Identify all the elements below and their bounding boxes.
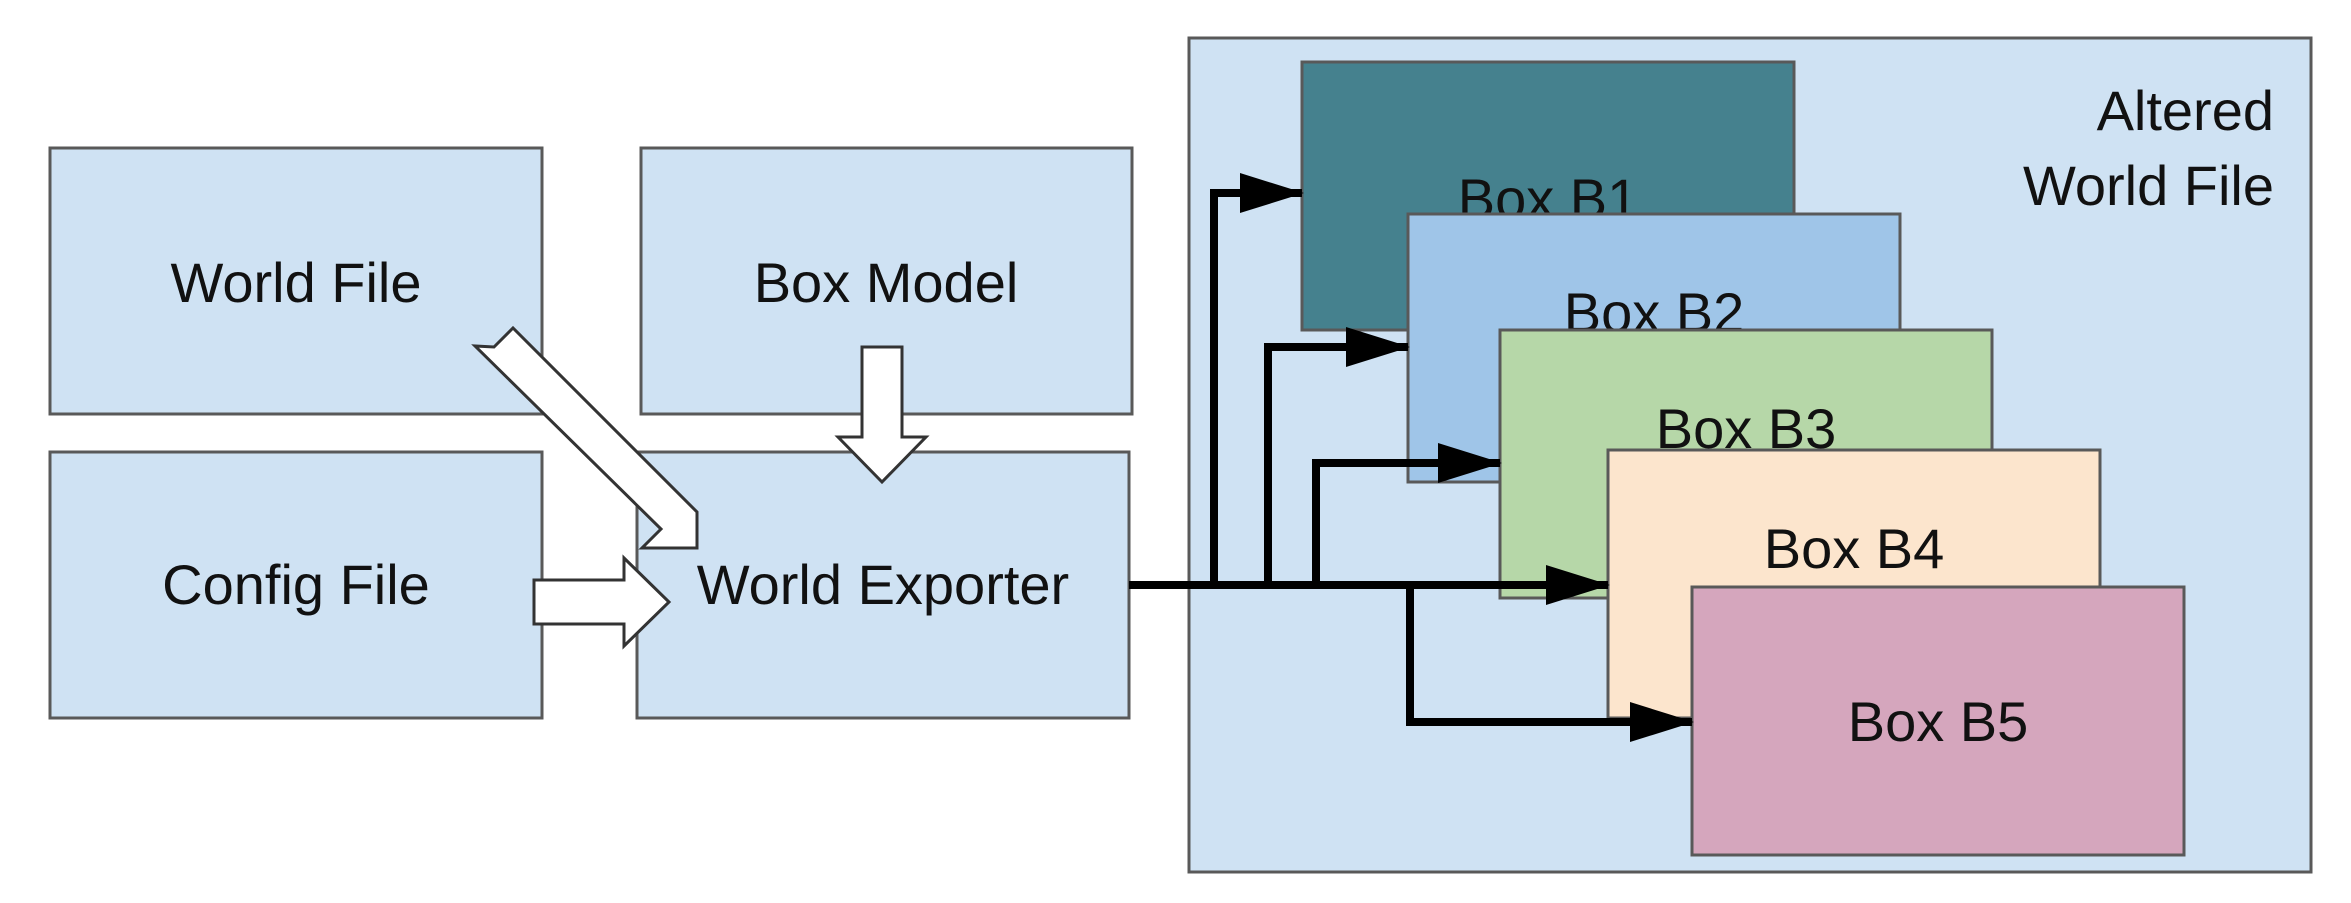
exporter-to-b1-arrow (1129, 173, 1304, 589)
world-exporter-label: World Exporter (697, 553, 1069, 616)
config-file-label: Config File (162, 553, 430, 616)
world-exporter-node: World Exporter (635, 450, 1131, 720)
box-model-label: Box Model (754, 251, 1019, 314)
config-file-node: Config File (48, 450, 544, 720)
world-file-node: World File (48, 146, 544, 416)
config-file-to-exporter-arrow (532, 554, 672, 650)
box-b4-label: Box B4 (1764, 517, 1945, 580)
box-model-to-exporter-arrow (834, 345, 930, 485)
container-title-line2: World File (2023, 154, 2274, 217)
exporter-to-b5-arrow (1406, 585, 1694, 742)
world-file-to-exporter-arrow (471, 325, 699, 550)
box-b5-label: Box B5 (1848, 690, 2029, 753)
box-b5: Box B5 (1690, 585, 2186, 857)
exporter-to-b2-arrow (1214, 327, 1410, 589)
world-file-label: World File (170, 251, 421, 314)
container-title-line1: Altered (2097, 79, 2274, 142)
exporter-to-b3-arrow (1268, 443, 1502, 589)
